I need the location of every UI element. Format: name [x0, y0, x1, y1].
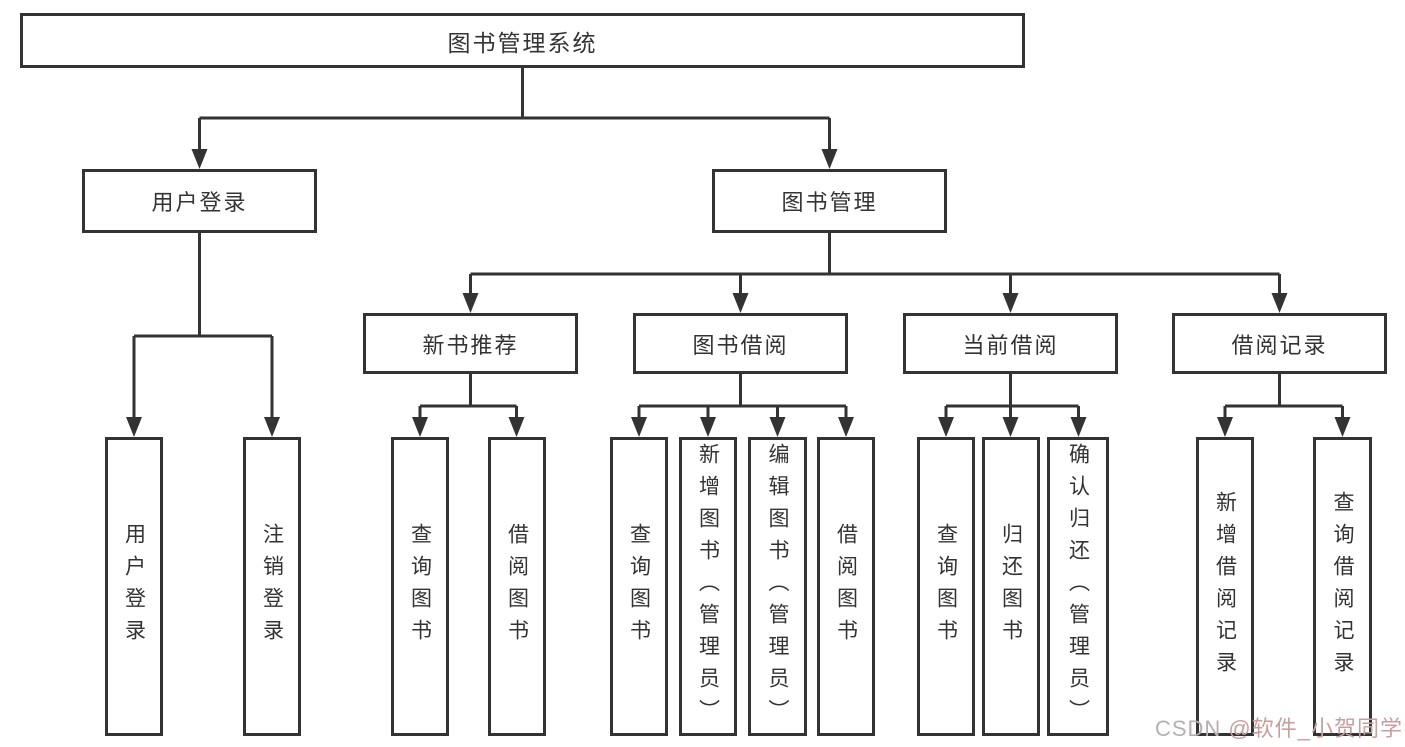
- leaf-label: 新增图书（管理员）: [696, 442, 720, 731]
- leaf-label: 查询图书: [934, 522, 958, 651]
- leaf-confirm-return-admin: 确认归还（管理员）: [1047, 437, 1109, 736]
- leaf-label: 归还图书: [999, 522, 1023, 651]
- arrowheads: [126, 149, 1351, 437]
- leaf-label: 新增借阅记录: [1213, 490, 1237, 683]
- node-book-borrow: 图书借阅: [633, 313, 848, 374]
- node-label: 用户登录: [151, 190, 248, 215]
- leaf-borrow-book: 借阅图书: [817, 437, 875, 736]
- leaf-newbook-borrow-book: 借阅图书: [488, 437, 546, 736]
- watermark-handle: @软件_小贺同学: [1228, 716, 1403, 741]
- node-label: 图书管理: [781, 190, 878, 215]
- node-label: 新书推荐: [422, 332, 519, 358]
- leaf-add-book-admin: 新增图书（管理员）: [679, 437, 737, 736]
- leaf-label: 确认归还（管理员）: [1066, 442, 1090, 731]
- watermark: CSDN @软件_小贺同学: [1155, 711, 1403, 743]
- leaf-label: 借阅图书: [834, 522, 858, 651]
- node-new-book-recommend: 新书推荐: [363, 313, 578, 374]
- leaf-label: 用户登录: [122, 522, 146, 651]
- leaf-newbook-query-book: 查询图书: [391, 437, 449, 736]
- leaf-user-login: 用户登录: [105, 437, 163, 736]
- leaf-label: 查询图书: [627, 522, 651, 651]
- node-label: 图书借阅: [692, 332, 789, 358]
- leaf-return-book: 归还图书: [982, 437, 1040, 736]
- leaf-query-borrow-record: 查询借阅记录: [1313, 437, 1372, 736]
- leaf-label: 查询图书: [408, 522, 432, 651]
- node-label: 借阅记录: [1231, 332, 1328, 358]
- node-book-management: 图书管理: [712, 169, 947, 233]
- node-user-login: 用户登录: [82, 169, 317, 233]
- leaf-label: 编辑图书（管理员）: [766, 442, 789, 731]
- node-label: 当前借阅: [962, 332, 1059, 358]
- node-borrow-records: 借阅记录: [1172, 313, 1387, 374]
- leaf-current-query-book: 查询图书: [917, 437, 975, 736]
- leaf-label: 借阅图书: [505, 522, 529, 651]
- leaf-borrow-query-book: 查询图书: [610, 437, 668, 736]
- leaf-add-borrow-record: 新增借阅记录: [1196, 437, 1254, 736]
- leaf-label: 查询借阅记录: [1331, 490, 1354, 683]
- node-label: 图书管理系统: [447, 29, 598, 56]
- node-current-borrow: 当前借阅: [903, 313, 1118, 374]
- leaf-edit-book-admin: 编辑图书（管理员）: [748, 437, 807, 736]
- leaf-label: 注销登录: [260, 522, 284, 651]
- leaf-logout: 注销登录: [243, 437, 301, 736]
- node-root-library-system: 图书管理系统: [20, 13, 1025, 68]
- watermark-brand: CSDN: [1154, 716, 1229, 741]
- connector-edges: [132, 68, 1344, 418]
